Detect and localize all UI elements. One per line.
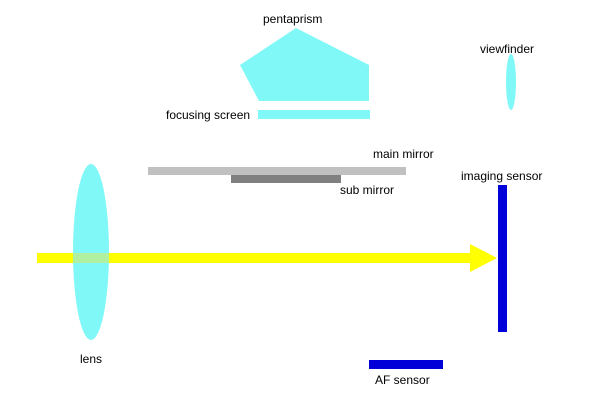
focusing-screen-label: focusing screen (166, 108, 250, 122)
main-mirror-label: main mirror (373, 147, 434, 161)
light-ray-shaft (37, 253, 473, 263)
light-ray-arrowhead (470, 244, 497, 272)
main-mirror-shape (148, 167, 406, 175)
lens-shape (73, 164, 109, 340)
pentaprism-label: pentaprism (263, 12, 322, 26)
af-sensor-label: AF sensor (375, 373, 430, 387)
viewfinder-label: viewfinder (480, 42, 534, 56)
light-ray-lens-overlap (73, 253, 109, 263)
lens-label: lens (80, 352, 102, 366)
viewfinder-shape (506, 54, 516, 110)
focusing-screen-shape (258, 110, 370, 119)
imaging-sensor-label: imaging sensor (461, 169, 542, 183)
imaging-sensor-shape (498, 185, 507, 332)
af-sensor-shape (369, 360, 443, 369)
pentaprism-shape (240, 28, 369, 101)
sub-mirror-label: sub mirror (340, 183, 394, 197)
sub-mirror-shape (231, 175, 341, 183)
